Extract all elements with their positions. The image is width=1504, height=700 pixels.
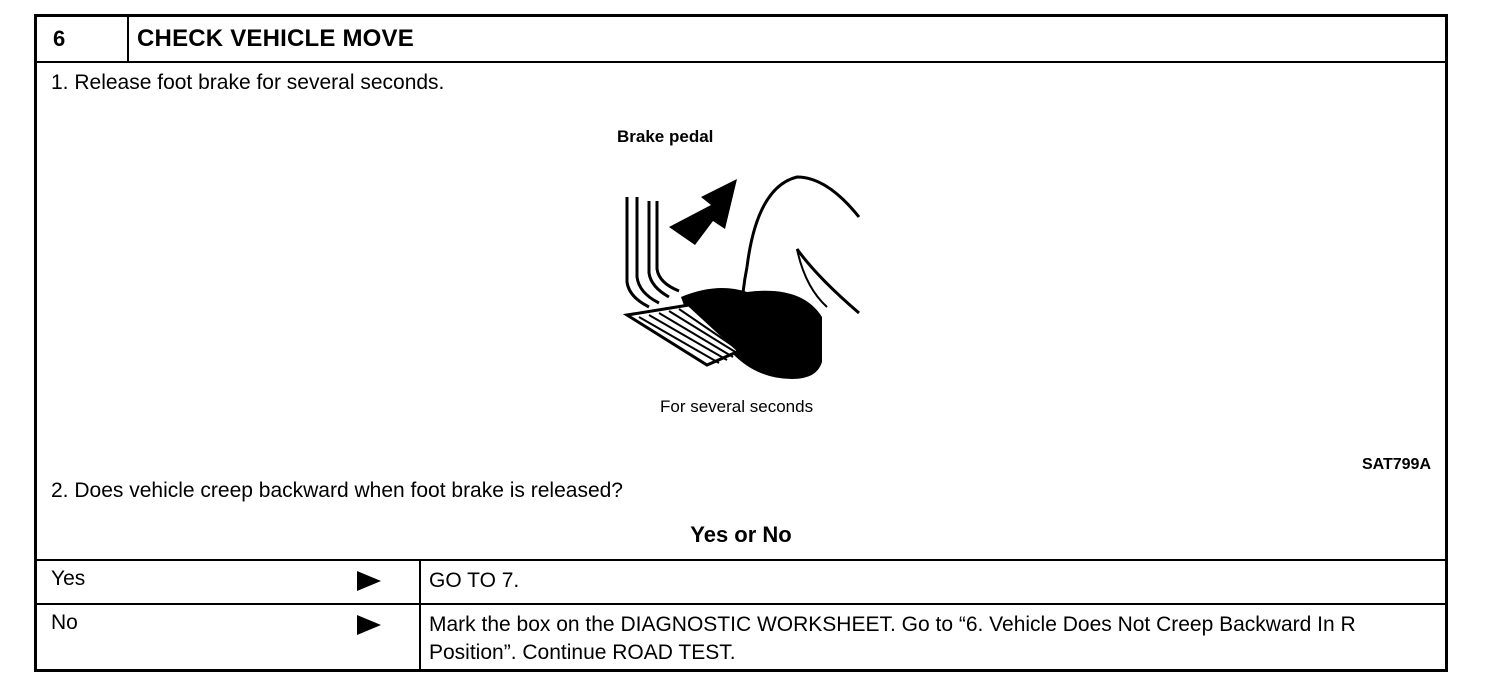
yes-no-prompt: Yes or No — [690, 522, 792, 547]
duration-label: For several seconds — [660, 397, 814, 416]
step-title: CHECK VEHICLE MOVE — [137, 25, 414, 52]
arrow-right-icon — [357, 615, 381, 635]
action-no: Mark the box on the DIAGNOSTIC WORKSHEET… — [429, 613, 1356, 664]
table-header: 6 CHECK VEHICLE MOVE — [37, 17, 1445, 63]
figure-code: SAT799A — [1361, 456, 1431, 473]
answer-yes: Yes — [51, 567, 86, 590]
column-divider — [419, 561, 421, 603]
result-row-yes: Yes GO TO 7. — [37, 559, 1445, 603]
instruction-step-1: 1. Release foot brake for several second… — [51, 71, 445, 94]
instruction-step-2: 2. Does vehicle creep backward when foot… — [51, 479, 623, 502]
result-row-no: No Mark the box on the DIAGNOSTIC WORKSH… — [37, 603, 1445, 669]
answer-no: No — [51, 611, 78, 634]
brake-pedal-label: Brake pedal — [617, 127, 714, 146]
diagnostic-table: 6 CHECK VEHICLE MOVE 1. Release foot bra… — [34, 14, 1448, 672]
column-divider — [419, 605, 421, 669]
step-number: 6 — [37, 17, 129, 61]
arrow-right-icon — [357, 571, 381, 591]
action-yes: GO TO 7. — [429, 569, 520, 592]
release-arrow-icon — [669, 179, 737, 245]
brake-pedal-illustration — [622, 175, 861, 379]
